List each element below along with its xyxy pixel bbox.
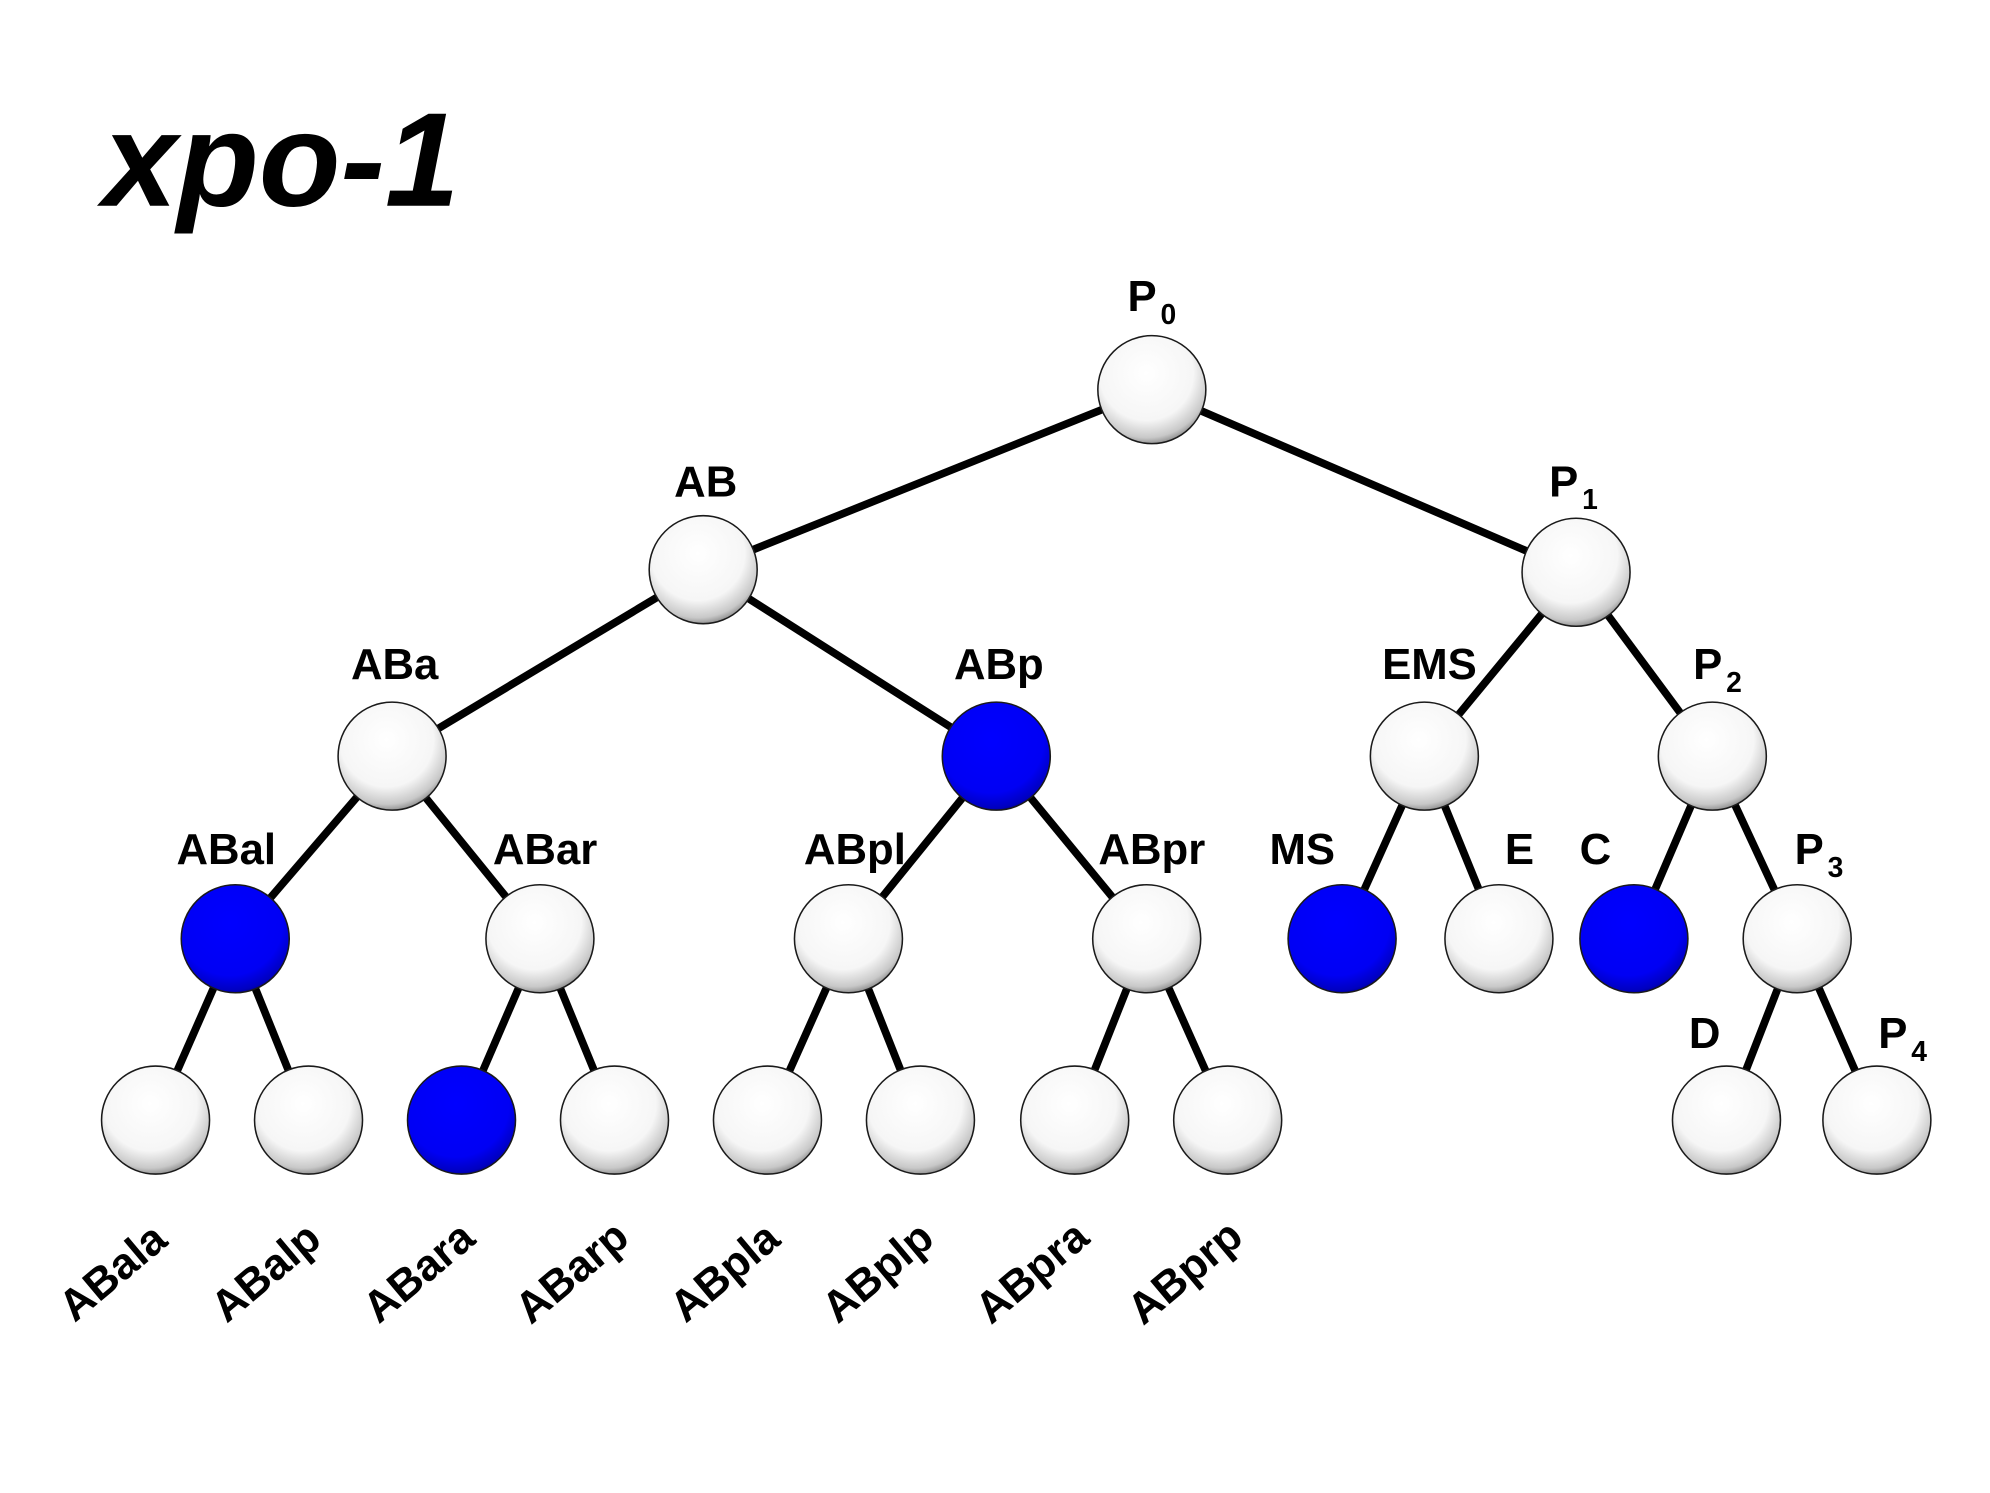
cell-node-ABpla — [712, 1065, 823, 1175]
cell-label-AB: AB — [674, 457, 737, 506]
cell-label-ABpl: ABpl — [804, 825, 906, 874]
cell-label-ABpra: ABpra — [966, 1211, 1098, 1333]
cell-node-ABarp — [559, 1065, 670, 1175]
cell-label-ABpr: ABpr — [1098, 825, 1205, 874]
tree-edges — [171, 404, 1861, 1078]
edge-ABpl-ABplp — [862, 982, 906, 1077]
edge-P1-EMS — [1452, 607, 1548, 721]
gene-title: xpo-1 — [97, 86, 460, 235]
edge-P1-P2 — [1602, 609, 1687, 720]
cell-label-ABala: ABala — [50, 1213, 177, 1331]
cell-node-P1 — [1521, 517, 1631, 628]
cell-label-ABal: ABal — [176, 825, 276, 874]
edge-EMS-MS — [1358, 799, 1408, 896]
cell-label-ABarp: ABarp — [506, 1211, 638, 1333]
cell-node-ABpra — [1019, 1065, 1130, 1175]
cell-node-E — [1444, 883, 1554, 994]
cell-node-ABplp — [865, 1065, 976, 1175]
edge-ABpr-ABpra — [1089, 982, 1133, 1077]
cell-node-P4 — [1822, 1065, 1932, 1175]
edge-ABar-ABarp — [554, 982, 600, 1077]
cell-label-ABprp: ABprp — [1118, 1211, 1252, 1334]
cell-node-MS-expressed — [1287, 883, 1397, 994]
cell-label-D: D — [1689, 1009, 1721, 1058]
tree-nodes — [100, 334, 1932, 1175]
cell-label-ABara: ABara — [354, 1212, 485, 1333]
cell-node-ABprp — [1172, 1065, 1283, 1175]
edge-P0-AB — [747, 404, 1108, 556]
edge-ABp-ABpl — [876, 791, 969, 904]
cell-label-MS: MS — [1269, 825, 1335, 874]
edge-EMS-E — [1439, 799, 1485, 895]
cell-node-ABa — [337, 701, 447, 811]
edge-ABp-ABpr — [1024, 791, 1119, 904]
cell-node-ABar — [485, 883, 595, 994]
cell-node-ABp-expressed — [941, 701, 1052, 811]
cell-node-P3 — [1742, 883, 1852, 994]
cell-label-ABp: ABp — [954, 640, 1044, 689]
cell-node-AB — [648, 514, 758, 625]
edge-ABa-ABar — [419, 791, 513, 904]
edge-ABpl-ABpla — [783, 981, 833, 1078]
edge-ABal-ABala — [171, 981, 220, 1077]
cell-label-ABalp: ABalp — [202, 1213, 330, 1332]
cell-node-P2 — [1657, 701, 1768, 811]
cell-node-ABalp — [253, 1065, 364, 1175]
edge-ABal-ABalp — [249, 982, 294, 1077]
cell-label-EMS: EMS — [1382, 640, 1477, 689]
cell-node-C-expressed — [1579, 883, 1689, 994]
edge-AB-ABa — [432, 591, 664, 735]
edge-ABar-ABara — [477, 982, 525, 1077]
cell-node-D — [1671, 1065, 1782, 1175]
cell-node-ABpl — [793, 883, 904, 994]
edge-P2-C — [1649, 799, 1697, 896]
cell-label-C: C — [1580, 825, 1612, 874]
cell-node-ABala — [100, 1065, 211, 1175]
cell-node-ABara-expressed — [406, 1065, 517, 1175]
cell-label-ABpla: ABpla — [661, 1212, 790, 1331]
cell-node-EMS — [1369, 701, 1480, 811]
cell-node-P0 — [1097, 334, 1207, 445]
edge-AB-ABp — [742, 592, 958, 734]
edge-ABpr-ABprp — [1163, 981, 1212, 1078]
cell-label-ABa: ABa — [351, 640, 439, 689]
edge-P3-P4 — [1813, 981, 1861, 1077]
edge-ABa-ABal — [264, 790, 364, 905]
edge-P3-D — [1740, 982, 1784, 1076]
cell-node-ABpr — [1091, 883, 1202, 994]
edge-P0-P1 — [1195, 405, 1533, 557]
cell-node-ABal-expressed — [180, 883, 291, 994]
cell-label-E: E — [1505, 825, 1534, 874]
cell-label-ABar: ABar — [493, 825, 597, 874]
edge-P2-P3 — [1729, 798, 1781, 897]
cell-label-ABplp: ABplp — [813, 1212, 943, 1332]
